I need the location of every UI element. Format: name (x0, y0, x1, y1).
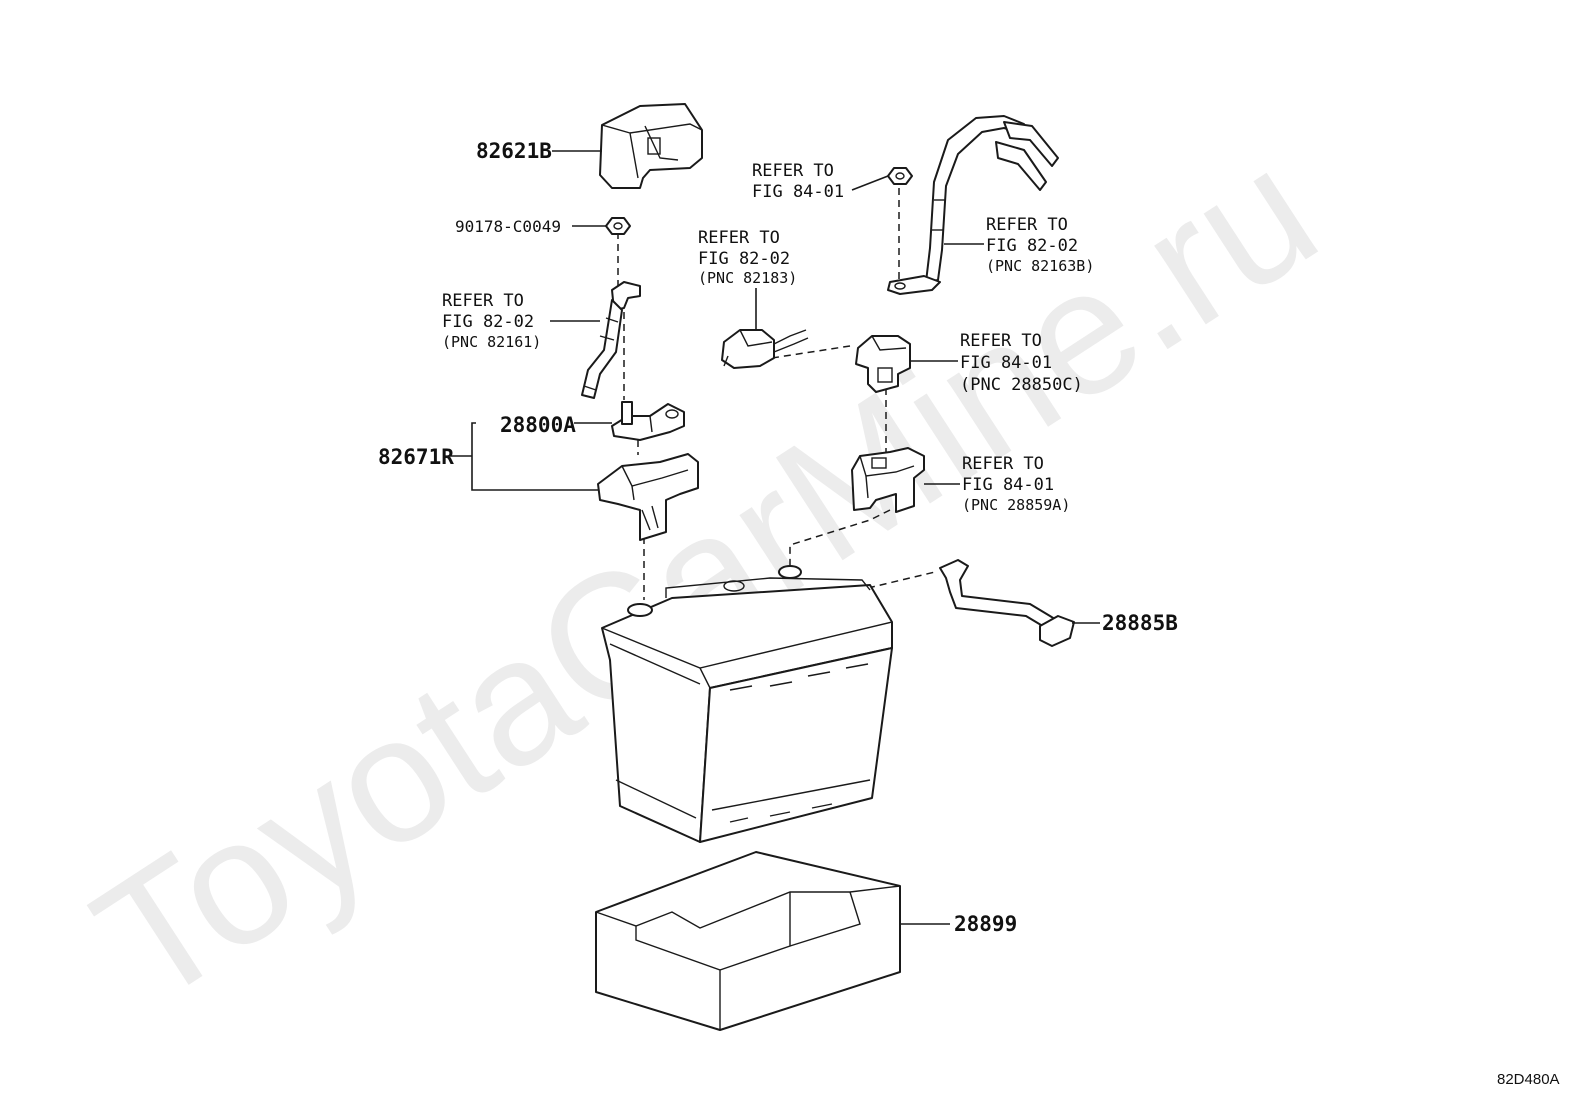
bracket-28859A[interactable] (851, 447, 925, 513)
sensor-wire-28885B[interactable] (939, 559, 1075, 647)
ref-6-line1: REFER TO (962, 454, 1044, 474)
ref-6-line2: FIG 84-01 (962, 475, 1054, 495)
ref-2-line3: (PNC 82183) (698, 269, 797, 287)
sensor-28850C[interactable] (855, 335, 911, 393)
positive-cable[interactable] (887, 115, 1059, 295)
terminal-cover-82621B[interactable] (599, 103, 703, 189)
ref-1-line1: REFER TO (442, 291, 524, 311)
ref-2-line2: FIG 82-02 (698, 249, 790, 269)
ref-4-line3: (PNC 82163B) (986, 257, 1094, 275)
leader-lines (450, 150, 1100, 925)
part-label-28800A[interactable]: 28800A (500, 413, 576, 437)
part-label-82621B[interactable]: 82621B (476, 139, 552, 163)
part-label-28899[interactable]: 28899 (954, 912, 1017, 936)
ref-5-line3: (PNC 28850C) (960, 375, 1083, 395)
battery[interactable] (601, 565, 893, 843)
labels: 82621B 90178-C0049 REFER TO FIG 82-02 (P… (378, 139, 1560, 1088)
ref-1-line2: FIG 82-02 (442, 312, 534, 332)
part-label-82671R[interactable]: 82671R (378, 445, 454, 469)
ref-4-line1: REFER TO (986, 215, 1068, 235)
part-label-90178-C0049[interactable]: 90178-C0049 (455, 217, 561, 236)
nut-90178-C0049[interactable] (605, 217, 631, 235)
ref-5-line2: FIG 84-01 (960, 353, 1052, 373)
clamp-body-82671R[interactable] (597, 453, 699, 541)
connector-82183[interactable] (721, 329, 809, 369)
ref-5-line1: REFER TO (960, 331, 1042, 351)
part-label-28885B[interactable]: 28885B (1102, 611, 1178, 635)
ref-2-line1: REFER TO (698, 228, 780, 248)
terminal-clamp-28800A[interactable] (611, 401, 685, 441)
figure-code: 82D480A (1497, 1071, 1560, 1088)
battery-tray-28899[interactable] (595, 851, 901, 1031)
ref-3-line1: REFER TO (752, 161, 834, 181)
nut-positive[interactable] (887, 167, 913, 185)
ref-1-line3: (PNC 82161) (442, 333, 541, 351)
ref-4-line2: FIG 82-02 (986, 236, 1078, 256)
negative-cable[interactable] (581, 281, 641, 399)
ref-6-line3: (PNC 28859A) (962, 496, 1070, 514)
ref-3-line2: FIG 84-01 (752, 182, 844, 202)
